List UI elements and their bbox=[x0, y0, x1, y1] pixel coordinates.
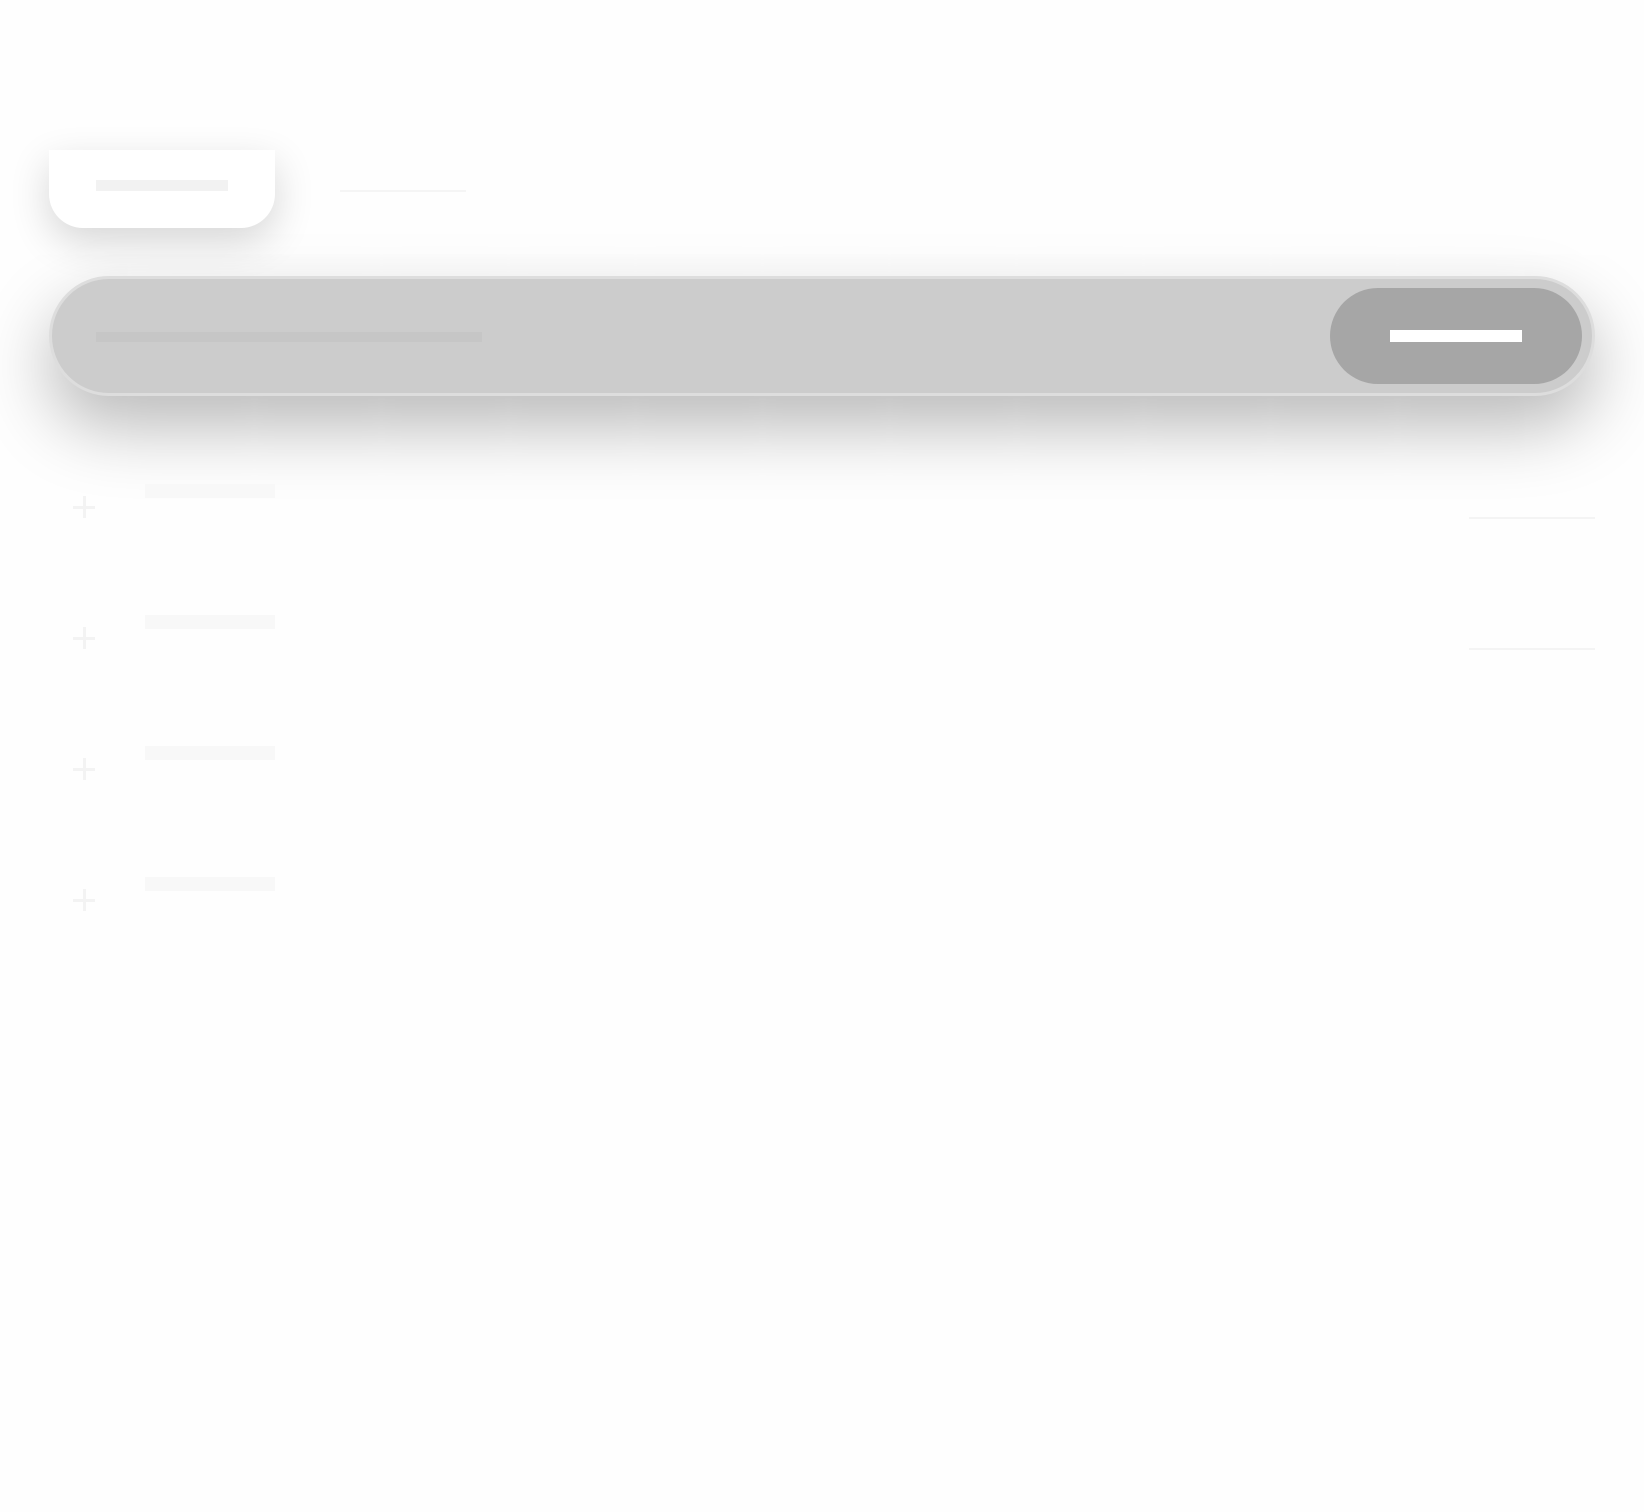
search-button-label bbox=[1390, 330, 1522, 342]
mode-tabs bbox=[49, 150, 545, 228]
suggestion-label bbox=[145, 746, 275, 760]
tab-active-label bbox=[96, 180, 228, 191]
suggestion-meta bbox=[1469, 648, 1595, 650]
suggestion-item[interactable] bbox=[49, 746, 1595, 877]
suggestion-item[interactable] bbox=[49, 484, 1595, 615]
suggestion-label bbox=[145, 484, 275, 498]
suggestion-item[interactable] bbox=[49, 615, 1595, 746]
plus-icon bbox=[73, 496, 95, 518]
search-bar bbox=[49, 276, 1595, 396]
plus-icon bbox=[73, 627, 95, 649]
tab-inactive[interactable] bbox=[319, 150, 545, 228]
suggestion-item[interactable] bbox=[49, 877, 1595, 1008]
plus-icon bbox=[73, 889, 95, 911]
plus-icon bbox=[73, 758, 95, 780]
suggestion-meta bbox=[1469, 517, 1595, 519]
suggestion-label bbox=[145, 877, 275, 891]
tab-active[interactable] bbox=[49, 150, 275, 228]
search-button[interactable] bbox=[1330, 288, 1582, 384]
suggestion-label bbox=[145, 615, 275, 629]
suggestion-list bbox=[49, 484, 1595, 1008]
tab-inactive-label bbox=[340, 190, 466, 192]
